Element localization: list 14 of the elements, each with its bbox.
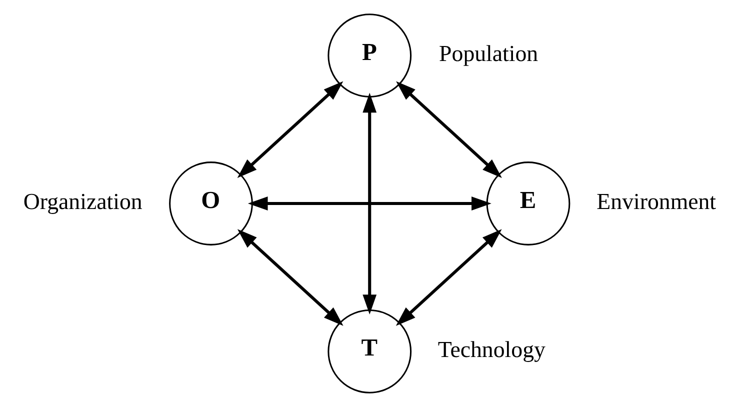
arrow [236, 81, 343, 178]
arrow [247, 196, 491, 210]
arrow [236, 229, 343, 326]
arrow [362, 92, 376, 315]
node-circle: O [168, 162, 252, 246]
node-label: Environment [596, 188, 716, 214]
node-label: Organization [22, 188, 142, 214]
node-label: Population [438, 40, 538, 66]
node-circle: T [327, 310, 412, 394]
node-circle: P [327, 14, 412, 98]
node-circle: E [486, 162, 570, 246]
arrow [395, 229, 502, 326]
node-label: Technology [437, 336, 545, 362]
arrow [396, 81, 502, 178]
